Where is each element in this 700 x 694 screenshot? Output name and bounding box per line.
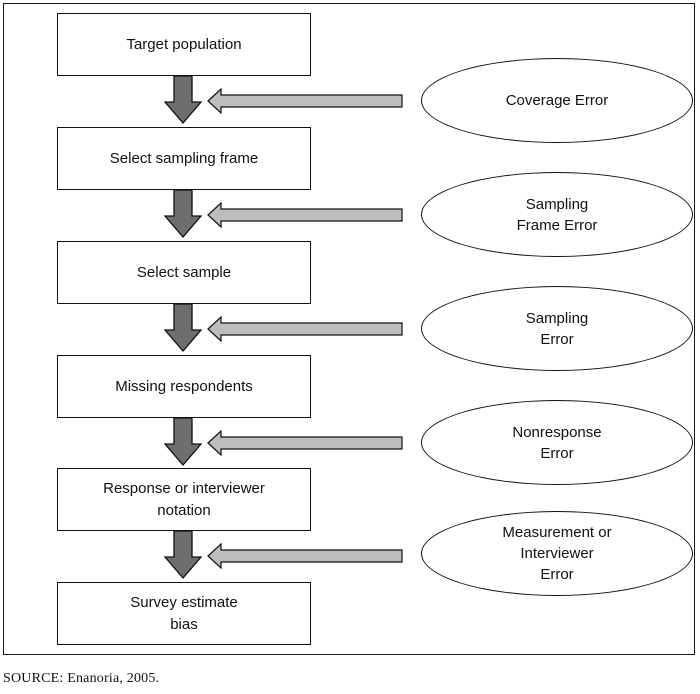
- source-caption: SOURCE: Enanoria, 2005.: [3, 671, 160, 686]
- down-arrow: [164, 418, 202, 466]
- step-target-population: Target population: [57, 13, 311, 76]
- side-arrow: [207, 316, 407, 342]
- error-ellipse-coverage: Coverage Error: [421, 58, 693, 143]
- step-response-notation: Response or interviewer notation: [57, 468, 311, 531]
- down-arrow: [164, 190, 202, 238]
- down-arrow: [164, 531, 202, 579]
- error-label: Coverage Error: [505, 92, 609, 109]
- step-survey-estimate-bias: Survey estimate bias: [57, 582, 311, 645]
- error-ellipse-nonresponse: Nonresponse Error: [421, 400, 693, 485]
- error-label: Measurement or Interviewer Error: [502, 524, 612, 583]
- step-label: Select sample: [136, 263, 232, 281]
- step-select-sampling-frame: Select sampling frame: [57, 127, 311, 190]
- step-missing-respondents: Missing respondents: [57, 355, 311, 418]
- side-arrow: [207, 88, 407, 114]
- error-label: Sampling Frame Error: [516, 195, 598, 234]
- error-ellipse-sampling: Sampling Error: [421, 286, 693, 371]
- step-label: Response or interviewer notation: [103, 479, 265, 519]
- step-label: Target population: [126, 35, 242, 53]
- side-arrow: [207, 202, 407, 228]
- error-label: Nonresponse Error: [512, 423, 602, 462]
- side-arrow: [207, 430, 407, 456]
- error-ellipse-sampling-frame: Sampling Frame Error: [421, 172, 693, 257]
- error-ellipse-measurement: Measurement or Interviewer Error: [421, 511, 693, 596]
- side-arrow: [207, 543, 407, 569]
- step-label: Survey estimate bias: [130, 593, 238, 633]
- step-label: Missing respondents: [115, 377, 253, 395]
- down-arrow: [164, 76, 202, 124]
- step-select-sample: Select sample: [57, 241, 311, 304]
- diagram-frame: Target population Select sampling frame …: [3, 3, 695, 655]
- down-arrow: [164, 304, 202, 352]
- error-label: Sampling Error: [525, 309, 589, 348]
- step-label: Select sampling frame: [109, 149, 259, 167]
